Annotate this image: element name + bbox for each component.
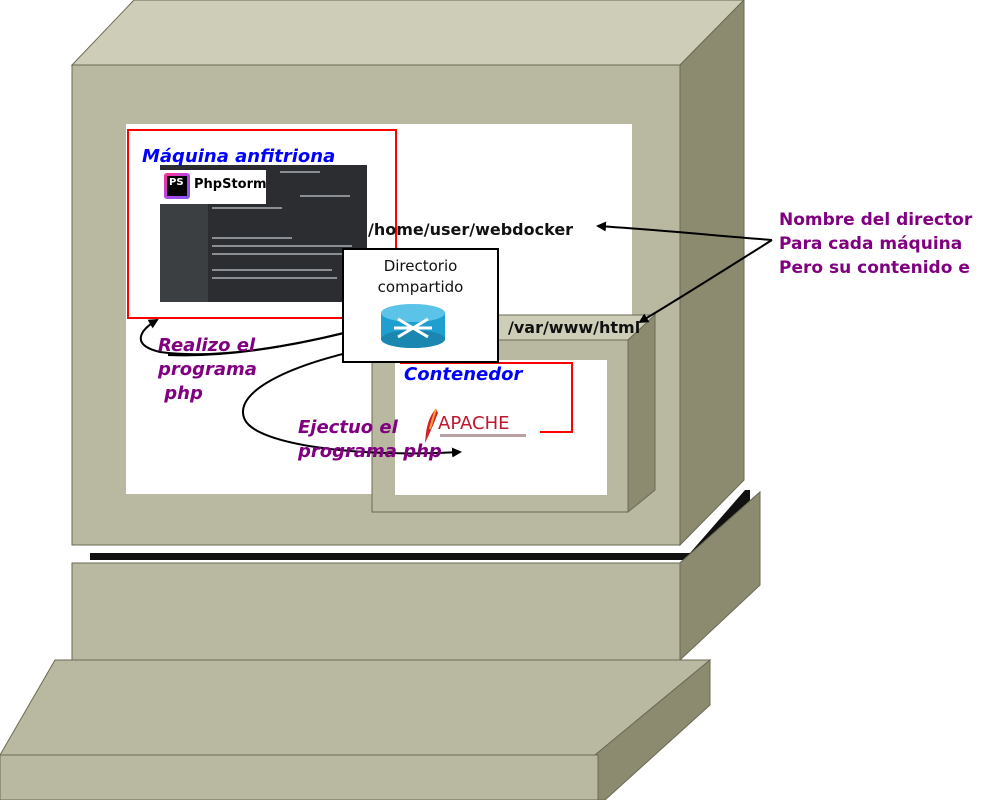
host-red-frame — [127, 129, 397, 319]
ide-code-line — [212, 269, 332, 271]
host-title: Máquina anfitriona — [142, 146, 336, 167]
ide-menu-line — [280, 171, 320, 173]
ide-project-panel — [160, 197, 208, 302]
shared-folder-network-icon — [381, 304, 445, 348]
ide-code-line — [300, 195, 350, 197]
note-write-program: Realizo el programa php — [158, 335, 257, 404]
monitor-top-face — [70, 0, 745, 66]
base-front — [71, 562, 681, 661]
apache-feather-icon — [425, 408, 438, 443]
ide-code-line — [212, 277, 337, 279]
phpstorm-logo-letters: PS — [167, 176, 187, 196]
shared-directory-label: Directorio compartido — [377, 257, 464, 296]
container-path: /var/www/html — [508, 318, 641, 337]
container-box-side — [627, 313, 656, 514]
base-shadow — [90, 490, 750, 560]
phpstorm-name: PhpStorm — [194, 177, 267, 192]
keyboard-front — [0, 754, 599, 800]
ide-code-line — [212, 253, 342, 255]
arrow-to-host-path — [596, 221, 773, 241]
ide-code-line — [212, 245, 352, 247]
ide-code-line — [212, 237, 292, 239]
container-red-frame — [400, 362, 573, 433]
note-run-program: Ejectuo el programa php — [298, 417, 442, 462]
ide-code-line — [212, 207, 282, 209]
arrow-to-container-path — [638, 239, 773, 324]
monitor-right-side — [679, 0, 745, 547]
container-title: Contenedor — [404, 364, 523, 385]
arrow-run-program — [242, 344, 462, 458]
note-directory-name: Nombre del director Para cada máquina Pe… — [779, 210, 973, 278]
phpstorm-badge: PS PhpStorm — [160, 170, 267, 204]
apache-name: APACHE — [438, 413, 510, 434]
host-path: /home/user/webdocker — [368, 220, 574, 239]
keyboard-top — [0, 659, 712, 756]
apache-subtitle-line — [440, 434, 526, 437]
apache-logo: APACHE — [420, 405, 530, 445]
phpstorm-logo-icon: PS — [164, 173, 190, 199]
